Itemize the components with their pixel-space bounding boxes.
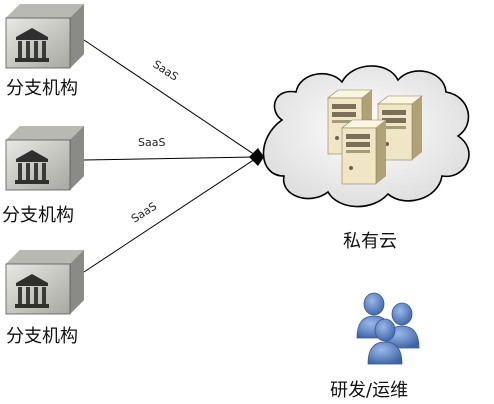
connection-lines xyxy=(83,39,259,273)
connector-arrow-icon xyxy=(249,148,264,166)
server-icon xyxy=(341,119,387,185)
saas-label-1: SaaS xyxy=(150,58,180,84)
cloud-label: 私有云 xyxy=(343,231,397,252)
bank-building-icon xyxy=(5,3,85,69)
team-node: 研发/运维 xyxy=(330,292,420,401)
branch-node-1: 分支机构 xyxy=(5,3,85,99)
saas-label-2: SaaS xyxy=(138,136,165,149)
branch-label-2: 分支机构 xyxy=(2,205,74,226)
branch-label-1: 分支机构 xyxy=(6,78,78,99)
connection-line-2 xyxy=(83,156,259,161)
branch-node-2: 分支机构 xyxy=(2,125,85,226)
people-group-icon xyxy=(356,292,420,365)
connection-line-1 xyxy=(83,39,259,158)
branch-label-3: 分支机构 xyxy=(6,326,78,347)
connection-line-3 xyxy=(83,156,259,273)
saas-label-3: SaaS xyxy=(129,200,159,226)
team-label: 研发/运维 xyxy=(330,380,408,401)
bank-building-icon xyxy=(5,125,85,191)
private-cloud-node: 私有云 xyxy=(249,65,470,252)
branch-node-3: 分支机构 xyxy=(5,249,85,347)
bank-building-icon xyxy=(5,249,85,315)
